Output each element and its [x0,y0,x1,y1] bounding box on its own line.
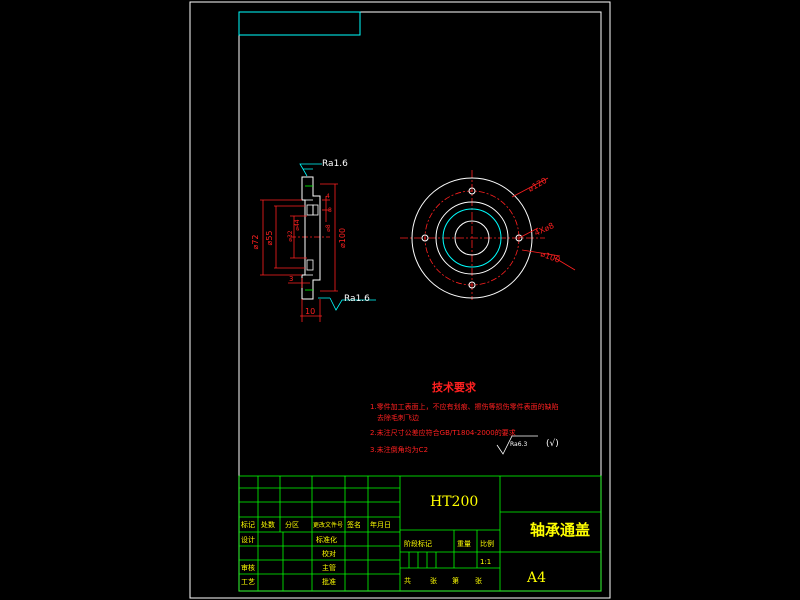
tech-line-1b: 去除毛刺飞边 [377,413,419,422]
tb-label-jiaodui: 校对 [322,549,336,558]
ra-bottom-text: Ra1.6 [344,294,370,304]
code-box [238,11,361,36]
tb-label-zhang-a: 张 [430,576,437,585]
tb-label-fenqu: 分区 [285,520,299,529]
tb-label-pizhun: 批准 [322,577,336,586]
tb-label-chushu: 处数 [261,520,275,529]
tech-line-1: 1.零件加工表面上，不应有划痕、擦伤等损伤零件表面的缺陷 [370,402,559,411]
tb-label-biaozhunhua: 标准化 [316,535,337,544]
dim-text-10: 10 [305,307,315,316]
ra-top-text: Ra1.6 [322,159,348,169]
hole-top [468,187,476,195]
tb-label-shenhe: 审核 [241,563,255,572]
tech-line-2: 2.未注尺寸公差应符合GB/T1804-2000的要求 [370,428,516,437]
hole-right [515,234,523,242]
tb-label-qianming: 签名 [347,520,361,529]
tb-label-gong: 共 [404,576,411,585]
tb-part-name: 轴承通盖 [530,521,590,539]
dim-text-4: 4 [326,193,330,200]
tb-label-bili: 比例 [480,539,494,548]
dim-text-55: ⌀55 [265,231,274,246]
inner-frame [238,11,602,592]
tb-label-sheji: 设计 [241,535,255,544]
boss-circle [435,201,509,275]
title-block [238,475,602,592]
tb-label-di: 第 [452,576,459,585]
tb-scale: 1:1 [480,558,491,566]
roughness-other: Ra6.3 (√) [496,435,559,455]
surface-finish-bottom [318,297,376,311]
tb-label-gongyi: 工艺 [241,578,255,586]
dim-text-holes: 4X⌀8 [533,221,555,238]
tb-label-nianyueri: 年月日 [370,520,391,529]
roughness-value: Ra6.3 [510,441,527,448]
tech-requirements: 技术要求 1.零件加工表面上，不应有划痕、擦伤等损伤零件表面的缺陷 去除毛刺飞边… [370,380,559,454]
dim-text-100: ⌀100 [338,228,347,248]
bore-circle [454,220,490,256]
tb-label-biaoji: 标记 [241,520,255,529]
front-view: ⌀120 4X⌀8 ⌀100 [400,170,576,300]
dim-text-8: 8 [328,207,332,214]
dim-text-32: ⌀32 [287,230,294,241]
side-part-outline [301,176,321,300]
dim-text-120: ⌀120 [527,176,549,194]
roughness-other-symbol: (√) [546,438,559,449]
dim-text-72: ⌀72 [251,235,260,250]
dim-text-small: ⌀8 [325,224,332,232]
hole-left [421,234,429,242]
dim-text-44: ⌀44 [294,219,301,230]
tech-line-3: 3.未注倒角均为C2 [370,445,428,454]
tech-title: 技术要求 [432,380,477,394]
tb-label-gengai: 更改文件号 [313,521,343,529]
side-view: ⌀72 ⌀55 ⌀32 ⌀44 ⌀100 ⌀8 4 8 3 10 Ra1.6 R… [251,159,376,322]
tb-paper: A4 [526,570,546,586]
tb-label-zhang-b: 张 [475,576,482,585]
tb-label-zhutu: 主管 [322,563,336,572]
outer-frame [189,1,611,599]
outer-circle [411,177,533,299]
dim-text-3: 3 [289,275,293,283]
tb-label-jieduan: 阶段标记 [404,539,432,548]
hole-bottom [468,281,476,289]
dim-text-pcd: ⌀100 [539,249,561,264]
step-circle [442,208,502,268]
tb-material: HT200 [430,494,478,510]
tb-label-zhongliang: 重量 [457,540,471,548]
surface-finish-top [299,163,322,177]
